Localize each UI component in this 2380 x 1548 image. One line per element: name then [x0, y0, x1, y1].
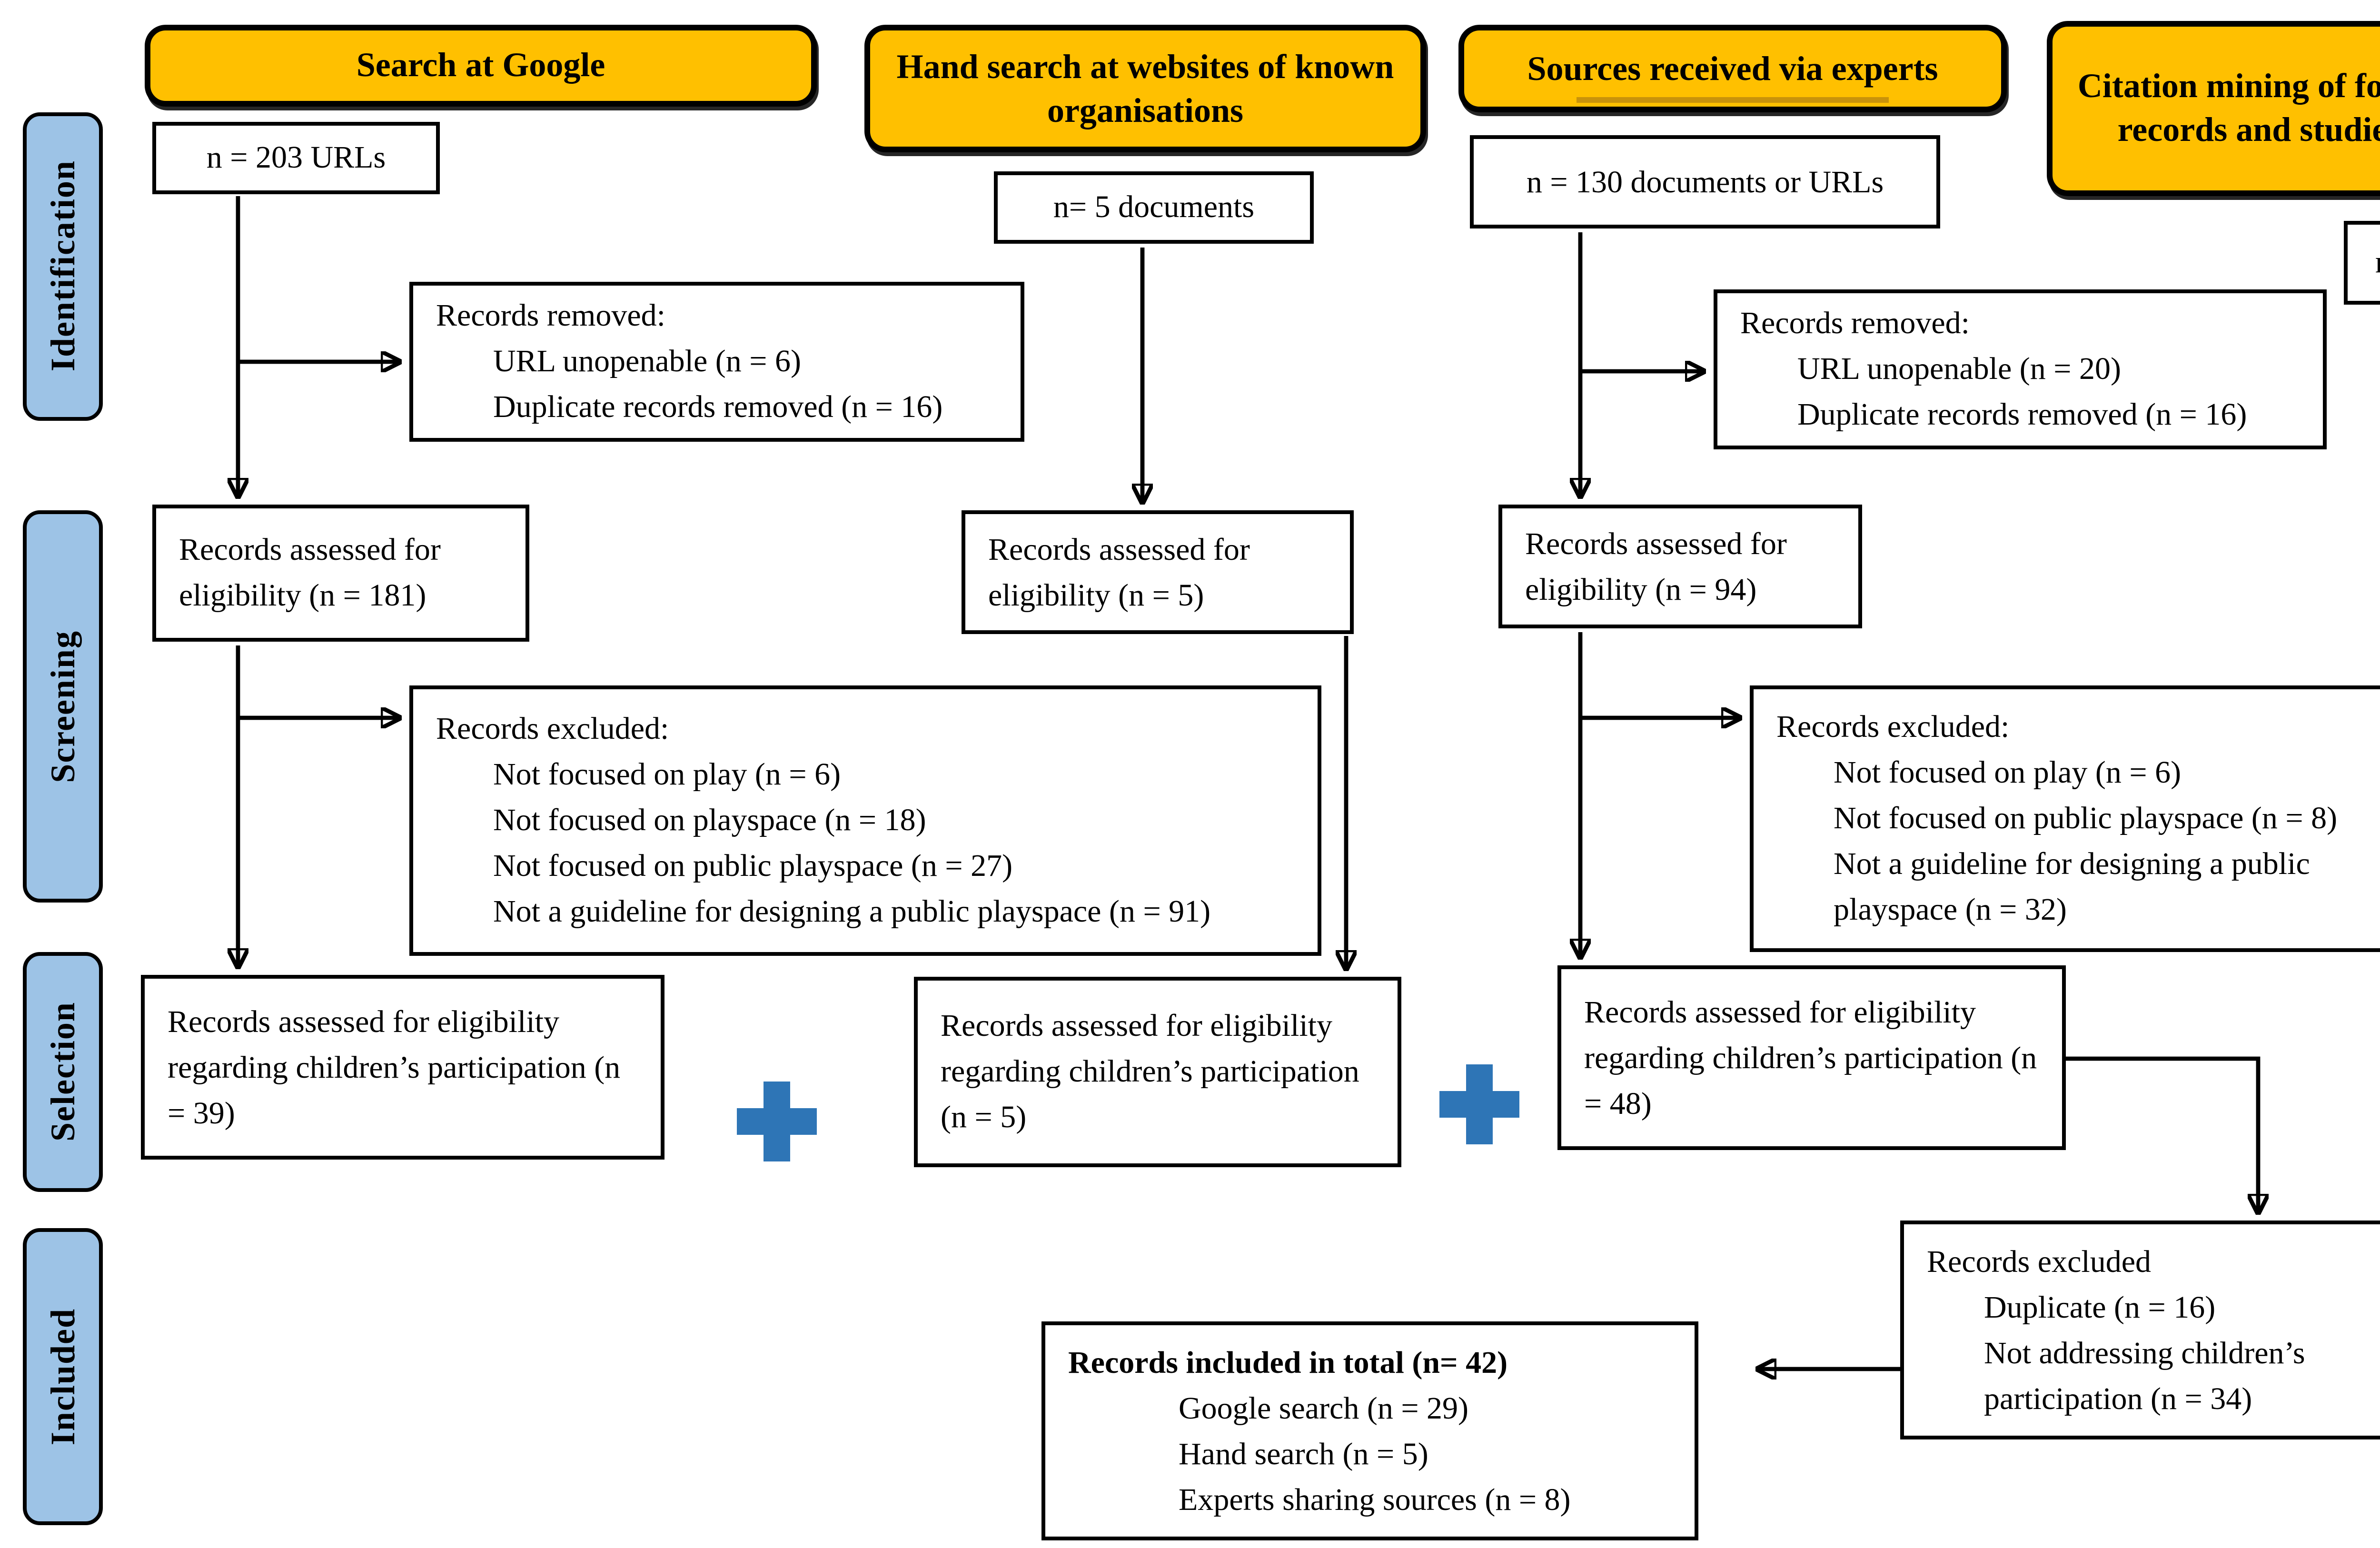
selection-hand-text: Records assessed for eligibility regardi…: [941, 1007, 1359, 1135]
plus-icon: [1439, 1064, 1519, 1144]
box-assessed-experts: Records assessed for eligibility (n = 94…: [1498, 505, 1862, 628]
included-total-title: Records included in total (n= 42): [1068, 1343, 1508, 1379]
removed-experts-line: Duplicate records removed (n = 16): [1797, 396, 2247, 432]
removed-experts-line: URL unopenable (n = 20): [1797, 350, 2121, 387]
included-total-item: Google search (n = 29): [1179, 1389, 1469, 1425]
count-hand-text: n= 5 documents: [1053, 189, 1255, 225]
excluded-experts-line: Not focused on public playspace (n = 8): [1834, 800, 2338, 836]
header-hand-search-label: Hand search at websites of known organis…: [896, 47, 1394, 129]
box-assessed-google: Records assessed for eligibility (n = 18…: [152, 505, 529, 642]
experts-underline-decoration: [1577, 97, 1889, 102]
excluded-experts-line: Not a guideline for designing a public p…: [1834, 845, 2310, 927]
box-selection-experts: Records assessed for eligibility regardi…: [1557, 965, 2066, 1150]
stage-screening: Screening: [23, 510, 103, 903]
header-search-google-label: Search at Google: [356, 46, 605, 84]
header-hand-search: Hand search at websites of known organis…: [864, 25, 1426, 152]
box-excluded-final: Records excluded Duplicate (n = 16) Not …: [1900, 1221, 2380, 1439]
excluded-google-line: Not focused on public playspace (n = 27): [493, 847, 1013, 883]
box-removed-google: Records removed: URL unopenable (n = 6) …: [409, 282, 1024, 442]
selection-experts-text: Records assessed for eligibility regardi…: [1584, 993, 2037, 1121]
excluded-google-line: Not focused on play (n = 6): [493, 756, 841, 792]
count-box-google: n = 203 URLs: [152, 122, 440, 194]
box-excluded-google: Records excluded: Not focused on play (n…: [409, 685, 1321, 956]
excluded-final-line: Records excluded: [1927, 1242, 2151, 1279]
assessed-hand-text: Records assessed for eligibility (n = 5): [988, 530, 1250, 612]
excluded-final-line: Duplicate (n = 16): [1984, 1288, 2216, 1324]
removed-google-line: Records removed:: [436, 297, 666, 333]
included-total-item: Experts sharing sources (n = 8): [1179, 1480, 1571, 1517]
plus-icon: [737, 1082, 817, 1161]
stage-selection-label: Selection: [43, 1002, 81, 1142]
excluded-google-line: Not focused on playspace (n = 18): [493, 802, 926, 838]
count-citation-text: n = 0: [2375, 240, 2380, 286]
count-experts-text: n = 130 documents or URLs: [1526, 163, 1884, 199]
count-box-experts: n = 130 documents or URLs: [1470, 135, 1940, 228]
header-search-google: Search at Google: [145, 25, 817, 107]
removed-google-line: Duplicate records removed (n = 16): [493, 388, 943, 425]
stage-identification-label: Identification: [43, 160, 81, 372]
assessed-experts-text: Records assessed for eligibility (n = 94…: [1525, 525, 1787, 606]
included-total-item: Hand search (n = 5): [1179, 1435, 1428, 1471]
assessed-google-text: Records assessed for eligibility (n = 18…: [179, 531, 441, 613]
excluded-google-line: Not a guideline for designing a public p…: [493, 893, 1211, 929]
plus-icon-bar: [1439, 1091, 1519, 1118]
box-assessed-hand: Records assessed for eligibility (n = 5): [962, 510, 1354, 634]
box-included-total: Records included in total (n= 42) Google…: [1041, 1321, 1698, 1540]
header-sources-experts-label: Sources received via experts: [1527, 47, 1938, 102]
stage-identification: Identification: [23, 112, 103, 421]
plus-icon-bar: [737, 1108, 817, 1135]
header-citation-mining: Citation mining of found records and stu…: [2047, 21, 2380, 196]
header-citation-mining-label: Citation mining of found records and stu…: [2077, 67, 2380, 149]
stage-included-label: Included: [43, 1308, 81, 1446]
arrow-selection-to-final-excluded: [2066, 1056, 2258, 1211]
header-sources-experts: Sources received via experts: [1458, 25, 2007, 112]
stage-selection: Selection: [23, 952, 103, 1192]
stage-included: Included: [23, 1228, 103, 1525]
count-google-text: n = 203 URLs: [206, 139, 386, 175]
removed-experts-line: Records removed:: [1740, 305, 1970, 341]
box-selection-google: Records assessed for eligibility regardi…: [141, 975, 664, 1160]
excluded-google-line: Records excluded:: [436, 710, 669, 746]
removed-google-line: URL unopenable (n = 6): [493, 343, 801, 379]
box-removed-experts: Records removed: URL unopenable (n = 20)…: [1714, 289, 2327, 449]
excluded-experts-line: Not focused on play (n = 6): [1834, 754, 2182, 790]
box-excluded-experts: Records excluded: Not focused on play (n…: [1750, 685, 2380, 952]
stage-screening-label: Screening: [43, 630, 81, 783]
selection-google-text: Records assessed for eligibility regardi…: [168, 1002, 621, 1130]
box-selection-hand: Records assessed for eligibility regardi…: [914, 977, 1401, 1167]
excluded-final-line: Not addressing children’s participation …: [1984, 1334, 2305, 1416]
count-box-hand: n= 5 documents: [994, 171, 1314, 244]
excluded-experts-line: Records excluded:: [1776, 708, 2010, 744]
count-box-citation: n = 0: [2344, 221, 2380, 305]
